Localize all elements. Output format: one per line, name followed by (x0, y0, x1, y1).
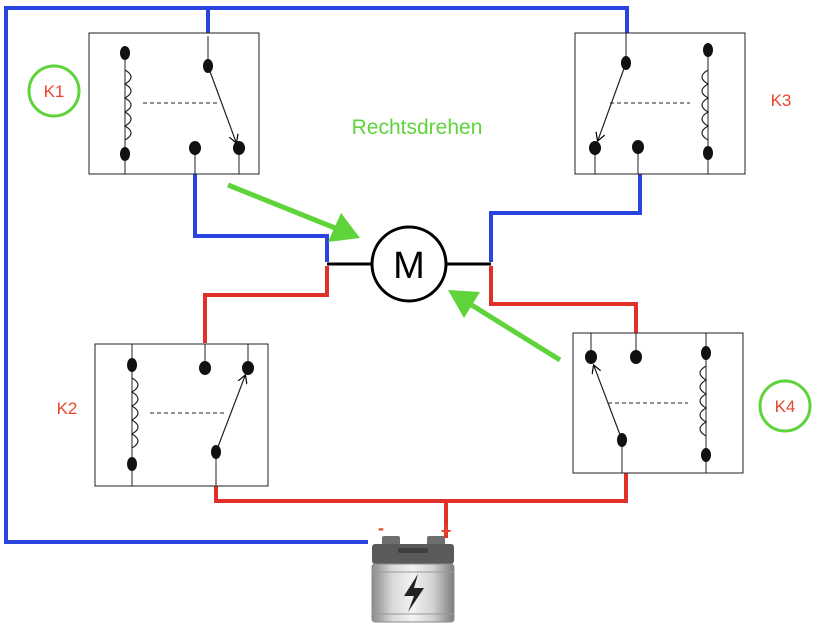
relay-k4-coil (699, 365, 708, 437)
relay-k1 (88, 32, 260, 175)
motor-label: M (393, 245, 425, 287)
red-wire-motor-k2 (203, 266, 329, 343)
blue-wire-k1-motor (193, 174, 329, 262)
positive-wires (203, 266, 638, 538)
relay-k4-switch-arm (594, 366, 623, 441)
relay-k1-label: K1 (44, 82, 65, 101)
direction-title: Rechtsdrehen (352, 116, 483, 139)
red-wire-bottom (214, 473, 628, 503)
blue-wire-left-loop (4, 6, 368, 544)
battery-minus-label: - (378, 518, 384, 538)
battery-plus-label: + (441, 521, 452, 541)
relay-k2-box (94, 343, 269, 487)
battery-icon (371, 536, 455, 623)
blue-wire-top-loop (206, 6, 629, 36)
relay-k3-label: K3 (771, 91, 792, 110)
relay-k2-label: K2 (57, 399, 78, 418)
relay-k2 (94, 343, 269, 487)
k4-highlight-ring (758, 379, 812, 433)
relay-k2-switch-arm (215, 376, 245, 453)
relay-k4 (572, 332, 744, 474)
motor: M (327, 225, 491, 303)
relay-k1-coil (123, 69, 132, 141)
relay-k4-label: K4 (775, 397, 796, 416)
blue-wire-k3-motor (489, 174, 642, 262)
relay-k1-switch-arm (207, 65, 236, 142)
current-arrow-in-head (328, 213, 360, 242)
current-arrow-out (468, 301, 562, 363)
current-arrow-out-head (448, 290, 480, 318)
negative-wires (4, 6, 642, 544)
current-arrow-in (227, 182, 336, 231)
relay-k3 (574, 32, 746, 175)
lightning-bolt-icon (404, 574, 424, 612)
k1-highlight-ring (27, 64, 81, 118)
red-wire-motor-k4 (489, 266, 638, 333)
current-flow-arrows (227, 182, 562, 363)
motor-circle (370, 225, 448, 303)
relay-k3-coil (701, 69, 710, 141)
relay-k2-coil (130, 377, 139, 449)
relay-k3-switch-arm (598, 62, 627, 140)
